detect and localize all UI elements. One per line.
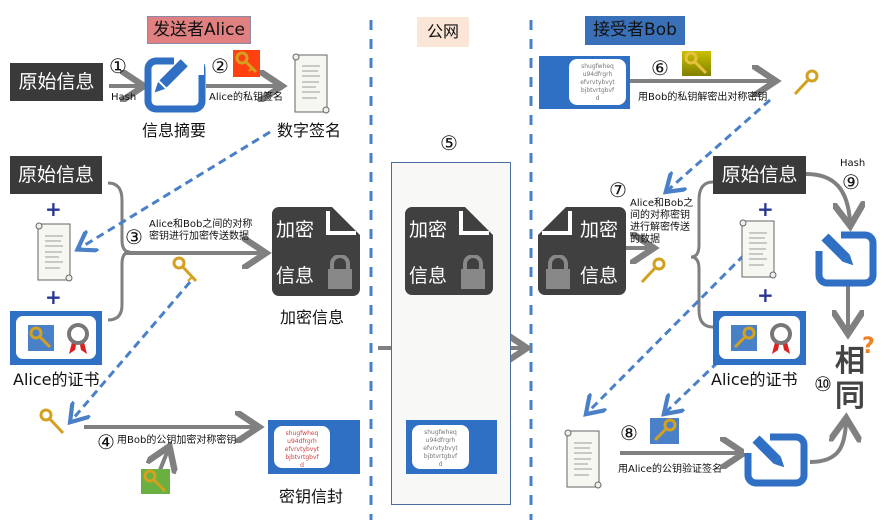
step7-label-line1: Alice和Bob之 bbox=[630, 198, 694, 209]
question-icon: ? bbox=[862, 334, 875, 359]
step1-label: Hash bbox=[111, 92, 137, 103]
same-result-line2: 同 bbox=[835, 379, 865, 414]
step3-label-line2: 密钥进行加密传送数据 bbox=[149, 231, 249, 242]
digest-icon bbox=[144, 57, 206, 113]
bob-private-key-icon bbox=[682, 51, 711, 76]
step4-label: 用Bob的公钥加密对称密钥 bbox=[117, 435, 237, 446]
step2-number: ② bbox=[211, 54, 229, 78]
network-encrypted-doc: 加密 信息 bbox=[405, 207, 493, 295]
signature-scroll-icon bbox=[290, 52, 332, 115]
step7-number: ⑦ bbox=[609, 178, 627, 202]
sender-encrypted-doc: 加密 信息 bbox=[272, 207, 360, 296]
plus-icon: + bbox=[45, 197, 62, 221]
step5-number: ⑤ bbox=[440, 131, 458, 155]
receiver-symmetric-key-icon bbox=[638, 256, 668, 286]
receiver-cert-card bbox=[713, 311, 806, 365]
receiver-digest-icon bbox=[815, 231, 877, 287]
brace-left bbox=[107, 181, 131, 322]
step9-number: ⑨ bbox=[842, 170, 860, 194]
arrow-pubkey bbox=[160, 450, 168, 470]
step7-label-line4: 的数据 bbox=[630, 234, 660, 245]
receiver-encrypted-doc: 加密 信息 bbox=[538, 207, 626, 295]
brace-right bbox=[690, 180, 714, 329]
bundle-signature-scroll-icon bbox=[33, 221, 75, 283]
step7-label-line2: 间的对称密钥 bbox=[630, 210, 690, 221]
encrypted-doc-bottom-text: 信息 bbox=[276, 265, 315, 287]
receiver-cert-label: Alice的证书 bbox=[711, 370, 798, 389]
receiver-header: 接受者Bob bbox=[585, 16, 685, 45]
encrypted-info-label: 加密信息 bbox=[280, 308, 345, 327]
alice-public-key-icon bbox=[650, 418, 679, 444]
step10-number: ⑩ bbox=[814, 372, 832, 396]
sender-original-info-2: 原始信息 bbox=[10, 156, 102, 194]
envelope-label: 密钥信封 bbox=[279, 487, 344, 506]
cert-key-icon bbox=[28, 325, 54, 351]
encrypted-doc-bottom-text: 信息 bbox=[409, 265, 448, 287]
digest-label: 信息摘要 bbox=[142, 121, 207, 140]
step8-number: ⑧ bbox=[620, 421, 638, 445]
step7-label-line3: 进行解密传送 bbox=[630, 222, 690, 233]
decrypted-symmetric-key-icon bbox=[791, 68, 821, 98]
receiver-original-info: 原始信息 bbox=[713, 156, 806, 194]
symmetric-key-icon bbox=[170, 255, 200, 285]
received-signature-scroll-icon bbox=[562, 428, 604, 490]
alice-private-key-icon bbox=[233, 50, 260, 77]
sender-header: 发送者Alice bbox=[147, 16, 251, 44]
cert-badge-icon bbox=[767, 322, 795, 356]
step3-label-line1: Alice和Bob之间的对称 bbox=[149, 219, 253, 230]
sender-cert-card bbox=[10, 311, 102, 365]
plus-icon: + bbox=[45, 285, 62, 309]
plus-icon: + bbox=[757, 283, 774, 307]
arrow-verify-up bbox=[809, 422, 846, 464]
encrypted-doc-top-text: 加密 bbox=[580, 219, 619, 241]
sender-cert-label: Alice的证书 bbox=[13, 370, 100, 389]
plus-icon: + bbox=[757, 197, 774, 221]
receiver-signature-scroll-icon bbox=[737, 218, 779, 280]
lock-icon bbox=[328, 255, 352, 289]
verify-digest-icon bbox=[744, 433, 808, 487]
cert-badge-icon bbox=[64, 322, 92, 356]
lock-icon bbox=[461, 255, 485, 289]
network-header: 公网 bbox=[417, 17, 469, 47]
step6-number: ⑥ bbox=[651, 56, 669, 80]
symmetric-key-icon-2 bbox=[37, 407, 67, 437]
encrypted-doc-bottom-text: 信息 bbox=[580, 265, 619, 287]
encrypted-doc-top-text: 加密 bbox=[409, 219, 448, 241]
signature-label: 数字签名 bbox=[277, 121, 342, 140]
step3-number: ③ bbox=[125, 225, 143, 249]
sender-original-info: 原始信息 bbox=[10, 63, 103, 101]
same-result-line1: 相 bbox=[835, 344, 865, 379]
encrypted-doc-top-text: 加密 bbox=[276, 219, 315, 241]
bob-public-key-icon bbox=[141, 469, 170, 494]
step8-label: 用Alice的公钥验证签名 bbox=[618, 464, 723, 475]
step2-label: Alice的私钥签名 bbox=[209, 92, 284, 103]
step4-number: ④ bbox=[97, 430, 115, 454]
cert-key-icon bbox=[731, 325, 757, 351]
step6-label: 用Bob的私钥解密出对称密钥 bbox=[638, 92, 768, 103]
step1-number: ① bbox=[109, 54, 127, 78]
lock-icon bbox=[546, 255, 570, 289]
step9-label: Hash bbox=[840, 158, 866, 169]
